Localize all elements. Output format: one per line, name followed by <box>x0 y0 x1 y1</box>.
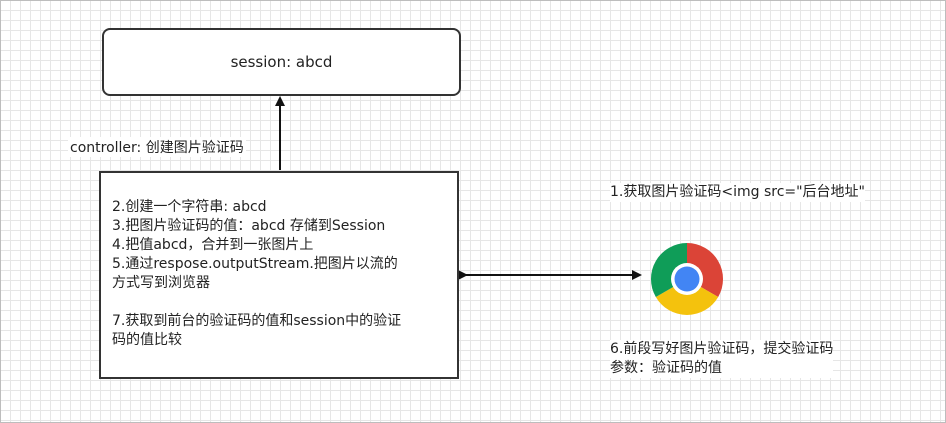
controller-label: controller: 创建图片验证码 <box>68 137 246 157</box>
step-line: 方式写到浏览器 <box>112 275 210 291</box>
step-line: 7.获取到前台的验证码的值和session中的验证 <box>112 313 402 329</box>
server-process-box: 2.创建一个字符串: abcd 3.把图片验证码的值：abcd 存储到Sessi… <box>99 171 459 379</box>
spacer <box>112 293 447 312</box>
step-line: 码的值比较 <box>112 332 182 348</box>
step-line: 5.通过respose.outputStream.把图片以流的 <box>112 256 398 272</box>
chrome-icon <box>650 243 724 316</box>
session-box: session: abcd <box>102 28 461 96</box>
browser-request-label: 1.获取图片验证码<img src="后台地址" <box>610 183 866 202</box>
browser-submit-line: 6.前段写好图片验证码，提交验证码 <box>610 341 834 357</box>
step-line: 4.把值abcd，合并到一张图片上 <box>112 237 314 253</box>
browser-submit-line: 参数：验证码的值 <box>610 360 722 376</box>
step-line: 2.创建一个字符串: abcd <box>112 199 267 215</box>
session-label: session: abcd <box>230 53 333 71</box>
step-line: 3.把图片验证码的值：abcd 存储到Session <box>112 218 386 234</box>
browser-submit-label: 6.前段写好图片验证码，提交验证码 参数：验证码的值 <box>610 340 834 378</box>
